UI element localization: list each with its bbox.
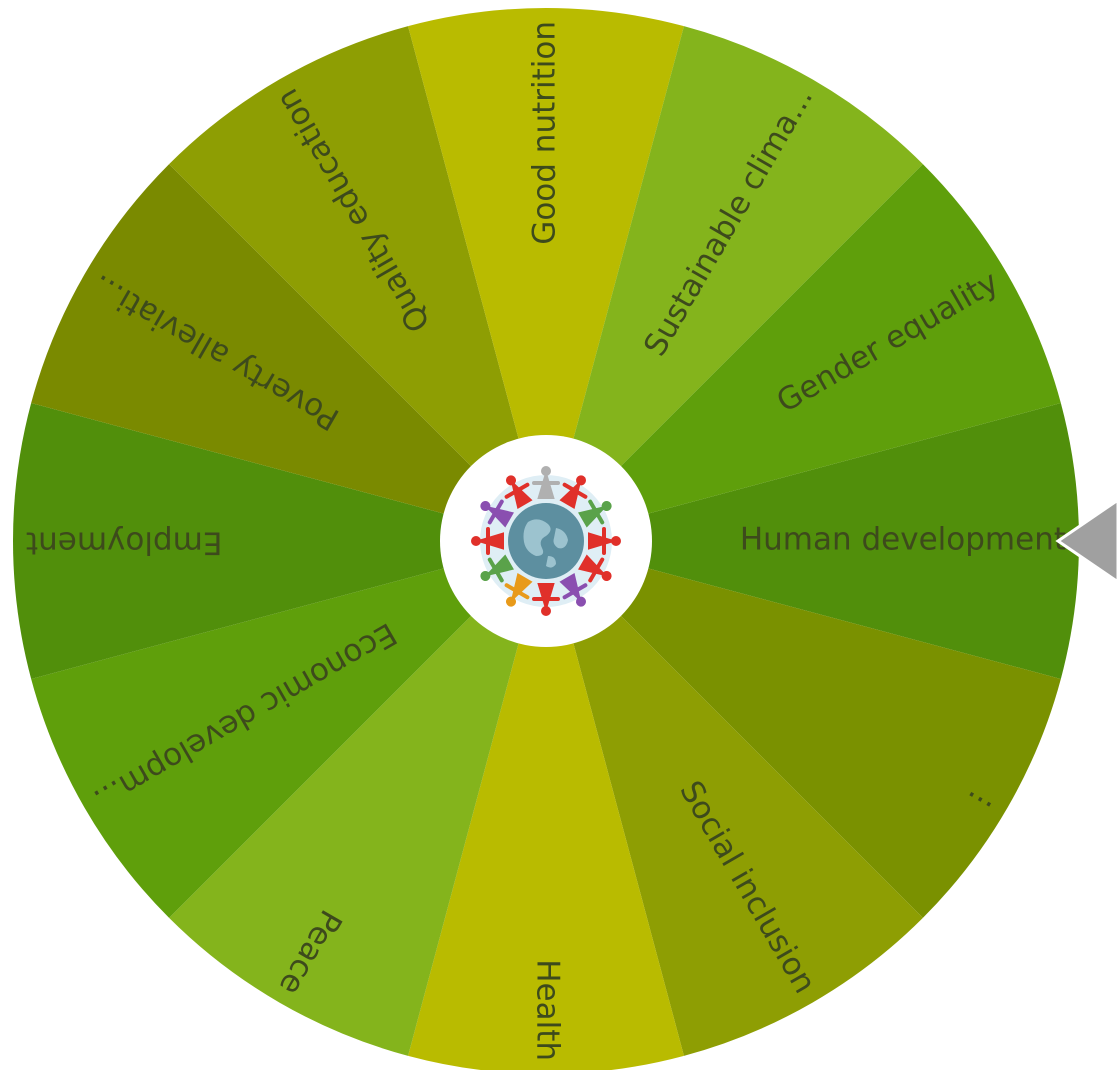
- wheel-segment: [31, 164, 546, 541]
- wheel-segment: [546, 26, 923, 541]
- wheel-segment-label: Health: [530, 959, 566, 1061]
- pointer-arrow-icon: [1055, 498, 1118, 584]
- wheel-segment: [408, 541, 684, 1070]
- wheel-segment: [169, 541, 546, 1056]
- people-around-globe-icon: [471, 466, 621, 616]
- wheel-segment: [546, 164, 1061, 541]
- wheel-segment: [546, 541, 923, 1056]
- wheel-hub[interactable]: [440, 435, 652, 647]
- wheel-segment: [13, 403, 547, 679]
- wheel-segment: [408, 8, 684, 542]
- wheel-segment: [546, 403, 1079, 679]
- wheel-segments: [13, 8, 1079, 1070]
- wheel-segment: [31, 541, 546, 918]
- wheel-segment-label: Employment: [26, 525, 222, 561]
- wheel-segment: [546, 541, 1061, 918]
- wheel-segment-label: Good nutrition: [527, 21, 563, 245]
- wheel-segment: [169, 26, 546, 541]
- wheel-segment-label: Human development: [740, 522, 1066, 558]
